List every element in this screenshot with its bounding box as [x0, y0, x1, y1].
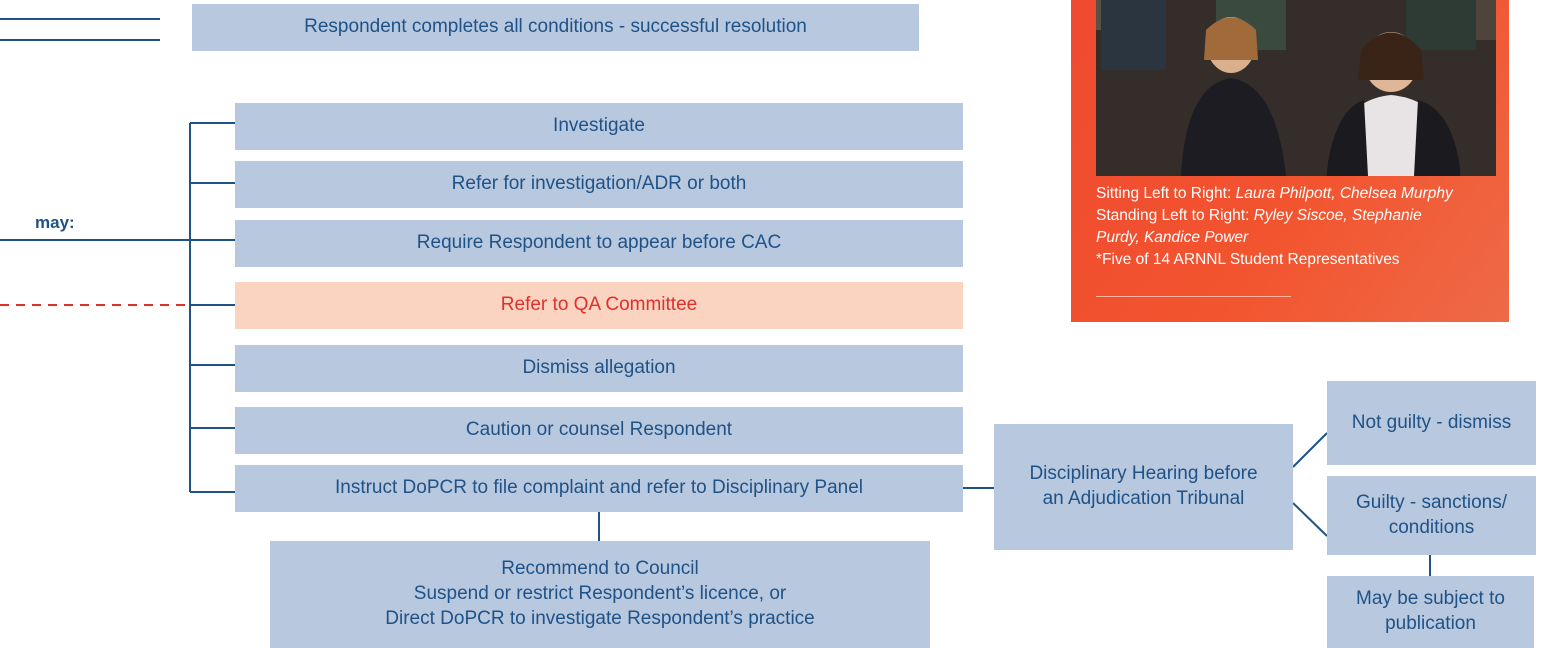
- guilty-line-2: conditions: [1388, 516, 1475, 538]
- option-instruct-dopcr: Instruct DoPCR to file complaint and ref…: [235, 465, 963, 512]
- recommend-to-council-box: Recommend to Council Suspend or restrict…: [270, 541, 930, 648]
- caption-standing-label: Standing Left to Right:: [1096, 207, 1254, 224]
- option-appear-before-cac: Require Respondent to appear before CAC: [235, 220, 963, 267]
- option-dismiss-allegation-label: Dismiss allegation: [522, 357, 676, 379]
- hearing-line-1: Disciplinary Hearing before: [1029, 463, 1258, 485]
- successful-resolution-text: Respondent completes all conditions - su…: [304, 16, 807, 38]
- disciplinary-hearing-box: Disciplinary Hearing before an Adjudicat…: [994, 424, 1293, 550]
- option-caution-counsel-label: Caution or counsel Respondent: [465, 419, 733, 441]
- option-caution-counsel: Caution or counsel Respondent: [235, 407, 963, 454]
- option-investigate-label: Investigate: [553, 115, 645, 137]
- option-refer-qa-committee-label: Refer to QA Committee: [500, 294, 698, 316]
- recommend-line-3: Direct DoPCR to investigate Respondent’s…: [385, 607, 815, 629]
- caption-sitting: Sitting Left to Right: Laura Philpott, C…: [1096, 183, 1501, 205]
- caption-divider: [1096, 296, 1291, 297]
- successful-resolution-box: Respondent completes all conditions - su…: [192, 4, 919, 51]
- caption-sitting-label: Sitting Left to Right:: [1096, 185, 1236, 202]
- option-refer-qa-committee: Refer to QA Committee: [235, 282, 963, 329]
- may-label: may:: [35, 213, 75, 232]
- photo-caption: Sitting Left to Right: Laura Philpott, C…: [1096, 183, 1501, 271]
- caption-note: *Five of 14 ARNNL Student Representative…: [1096, 251, 1400, 268]
- option-investigate: Investigate: [235, 103, 963, 150]
- caption-standing-names-2: Purdy, Kandice Power: [1096, 229, 1249, 246]
- not-guilty-label: Not guilty - dismiss: [1351, 411, 1512, 433]
- caption-standing: Standing Left to Right: Ryley Siscoe, St…: [1096, 205, 1501, 227]
- option-refer-investigation-adr: Refer for investigation/ADR or both: [235, 161, 963, 208]
- caption-sitting-names: Laura Philpott, Chelsea Murphy: [1235, 185, 1453, 202]
- caption-standing-cont: Purdy, Kandice Power: [1096, 227, 1501, 249]
- photo-illustration: [1096, 0, 1496, 176]
- option-dismiss-allegation: Dismiss allegation: [235, 345, 963, 392]
- publication-line-2: publication: [1385, 613, 1476, 634]
- guilty-box: Guilty - sanctions/ conditions: [1327, 476, 1536, 555]
- option-instruct-dopcr-label: Instruct DoPCR to file complaint and ref…: [334, 477, 863, 499]
- student-representatives-card: Sitting Left to Right: Laura Philpott, C…: [1071, 0, 1509, 322]
- option-refer-investigation-adr-label: Refer for investigation/ADR or both: [451, 173, 747, 195]
- guilty-line-1: Guilty - sanctions/: [1356, 491, 1507, 513]
- student-representatives-photo: [1096, 0, 1496, 176]
- caption-standing-names-1: Ryley Siscoe, Stephanie: [1253, 207, 1422, 224]
- publication-line-1: May be subject to: [1356, 588, 1505, 610]
- recommend-line-1: Recommend to Council: [501, 558, 699, 580]
- hearing-line-2: an Adjudication Tribunal: [1042, 488, 1245, 509]
- recommend-line-2: Suspend or restrict Respondent’s licence…: [413, 583, 787, 605]
- not-guilty-box: Not guilty - dismiss: [1327, 381, 1536, 465]
- option-appear-before-cac-label: Require Respondent to appear before CAC: [416, 232, 782, 254]
- publication-box: May be subject to publication: [1327, 576, 1534, 648]
